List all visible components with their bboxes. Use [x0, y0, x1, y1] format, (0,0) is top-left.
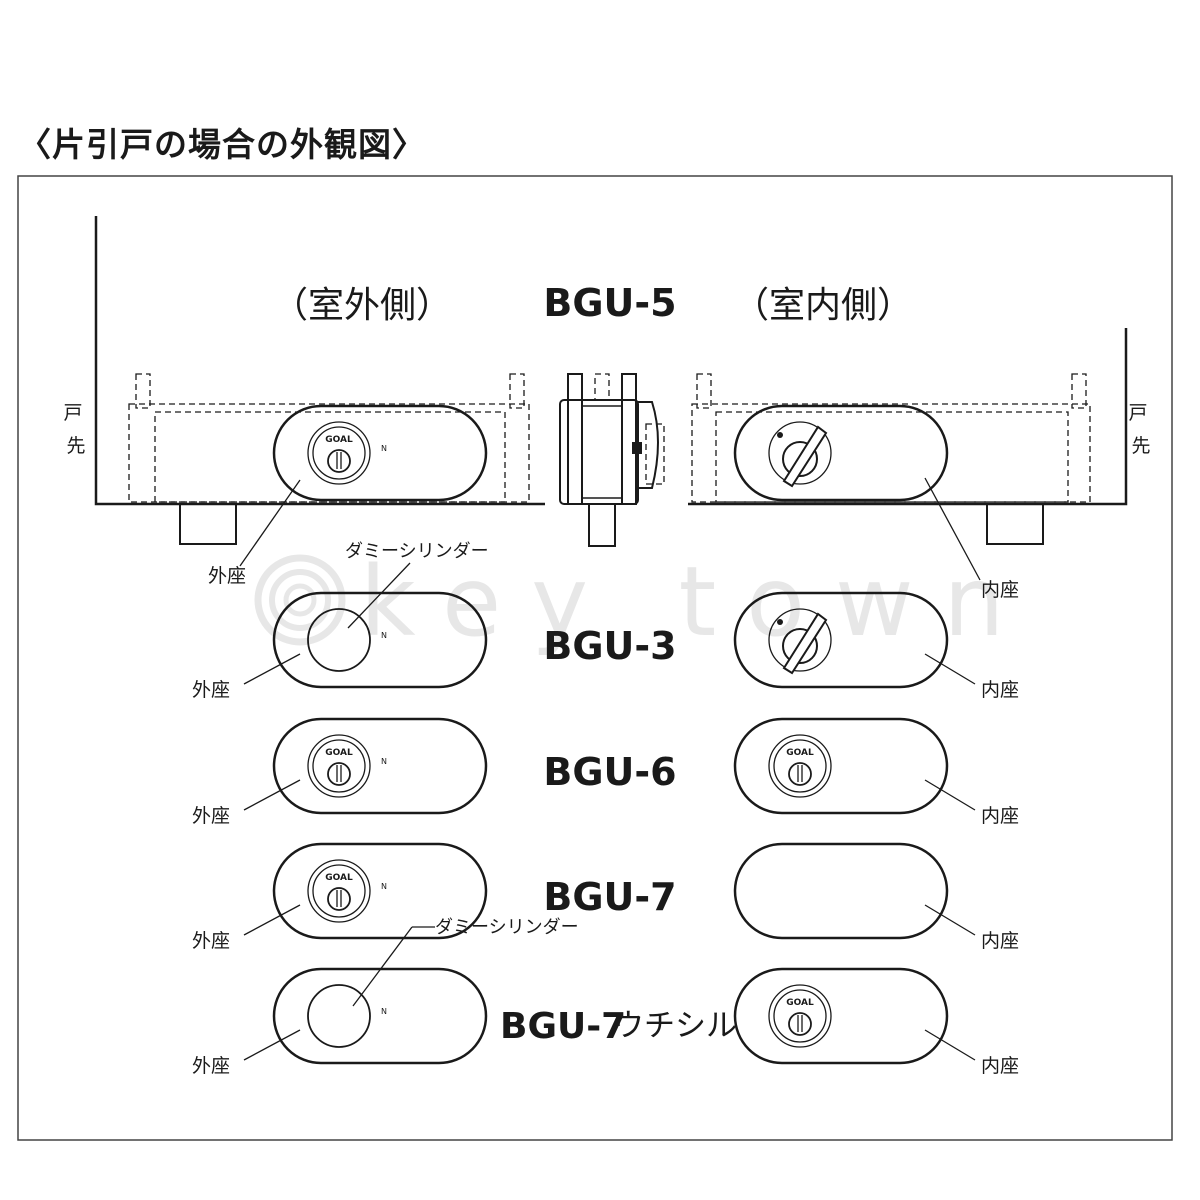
door-panel-indoor: [688, 328, 1128, 545]
outer-seat-plate: [272, 404, 488, 502]
keyhole-icon: [788, 762, 812, 786]
model-row: BGU-7ウチシルNGOAL外座内座ダミーシリンダー: [192, 917, 1019, 1077]
model-name: BGU-3: [543, 624, 676, 668]
door-edge-label-right: 戸 先: [1128, 402, 1153, 457]
page-title: 〈片引戸の場合の外観図〉: [18, 125, 426, 164]
brand-logo: GOAL: [325, 435, 353, 445]
watermark-logo-icon: [254, 554, 346, 646]
inner-seat: GOAL: [733, 717, 949, 815]
model-row: BGU-6 GOAL N GOAL 外座 内座: [192, 717, 1019, 827]
door-panel-outdoor: [94, 216, 545, 545]
diagram-frame: [17, 175, 1173, 1141]
inner-seat-plate: [733, 717, 949, 815]
direction-mark: N: [381, 631, 387, 640]
outdoor-side-label: （室外側）: [272, 285, 452, 326]
model-name: BGU-6: [543, 750, 676, 794]
key-cylinder: GOAL: [768, 984, 832, 1048]
keyhole-icon: [327, 762, 351, 786]
outer-seat-label: 外座: [192, 679, 230, 701]
direction-mark: N: [381, 444, 387, 453]
model-suffix: ウチシル: [613, 1008, 737, 1044]
direction-mark: N: [381, 1007, 387, 1016]
key-cylinder: GOAL N: [307, 859, 387, 923]
outer-seat-plate: [272, 967, 488, 1065]
model-row: BGU-7 GOAL N 外座 内座: [192, 842, 1019, 952]
inner-seat-label: 内座: [981, 679, 1019, 701]
thumbturn-icon: [768, 608, 832, 675]
model-name: BGU-7: [500, 1006, 626, 1047]
key-cylinder: GOAL N: [307, 421, 387, 485]
key-cylinder: GOAL N: [307, 734, 387, 798]
inner-seat-label: 内座: [981, 579, 1019, 601]
dummy-cylinder-label: ダミーシリンダー: [345, 541, 489, 562]
door-edge-label-left: 戸 先: [63, 402, 88, 457]
brand-logo: GOAL: [786, 748, 814, 758]
inner-seat-label: 内座: [981, 1055, 1019, 1077]
inner-seat: GOAL: [733, 967, 949, 1065]
watermark: key town: [254, 546, 1034, 658]
brand-logo: GOAL: [786, 998, 814, 1008]
direction-mark: N: [381, 757, 387, 766]
outer-seat: N: [272, 967, 488, 1065]
keyhole-icon: [327, 449, 351, 473]
keyhole-icon: [788, 1012, 812, 1036]
outer-seat: GOAL N: [272, 404, 488, 502]
outer-seat: GOAL N: [272, 842, 488, 940]
outer-seat: N: [272, 591, 488, 689]
dummy-cylinder-label: ダミーシリンダー: [435, 917, 579, 938]
model-name: BGU-7: [543, 875, 676, 919]
inner-seat: [733, 591, 949, 689]
model-row: BGU-3N外座内座ダミーシリンダー: [192, 541, 1019, 701]
watermark-text: key town: [360, 546, 1034, 658]
inner-seat: [733, 842, 949, 940]
inner-seat-label: 内座: [981, 930, 1019, 952]
inner-seat-plate: [733, 842, 949, 940]
key-cylinder: GOAL: [768, 734, 832, 798]
outer-seat-label: 外座: [192, 1055, 230, 1077]
direction-mark: N: [381, 882, 387, 891]
outer-seat-label: 外座: [192, 930, 230, 952]
inner-seat-plate: [733, 591, 949, 689]
keyhole-icon: [327, 887, 351, 911]
outer-seat-plate: [272, 591, 488, 689]
model-name: BGU-5: [543, 281, 676, 325]
outer-seat: GOAL N: [272, 717, 488, 815]
lock-cross-section: [559, 373, 665, 547]
model-rows: BGU-5GOALN外座内座BGU-3N外座内座ダミーシリンダーBGU-6GOA…: [192, 281, 1019, 1077]
inner-seat-plate: [733, 404, 949, 502]
outer-seat-label: 外座: [208, 565, 246, 587]
inner-seat-label: 内座: [981, 805, 1019, 827]
indoor-side-label: （室内側）: [733, 285, 913, 326]
inner-seat: [733, 404, 949, 502]
outer-seat-plate: [272, 717, 488, 815]
dummy-cylinder: N: [307, 984, 387, 1048]
inner-seat-plate: [733, 967, 949, 1065]
dummy-cylinder: N: [307, 608, 387, 672]
brand-logo: GOAL: [325, 873, 353, 883]
outer-seat-plate: [272, 842, 488, 940]
thumbturn-icon: [768, 421, 832, 488]
brand-logo: GOAL: [325, 748, 353, 758]
outer-seat-label: 外座: [192, 805, 230, 827]
